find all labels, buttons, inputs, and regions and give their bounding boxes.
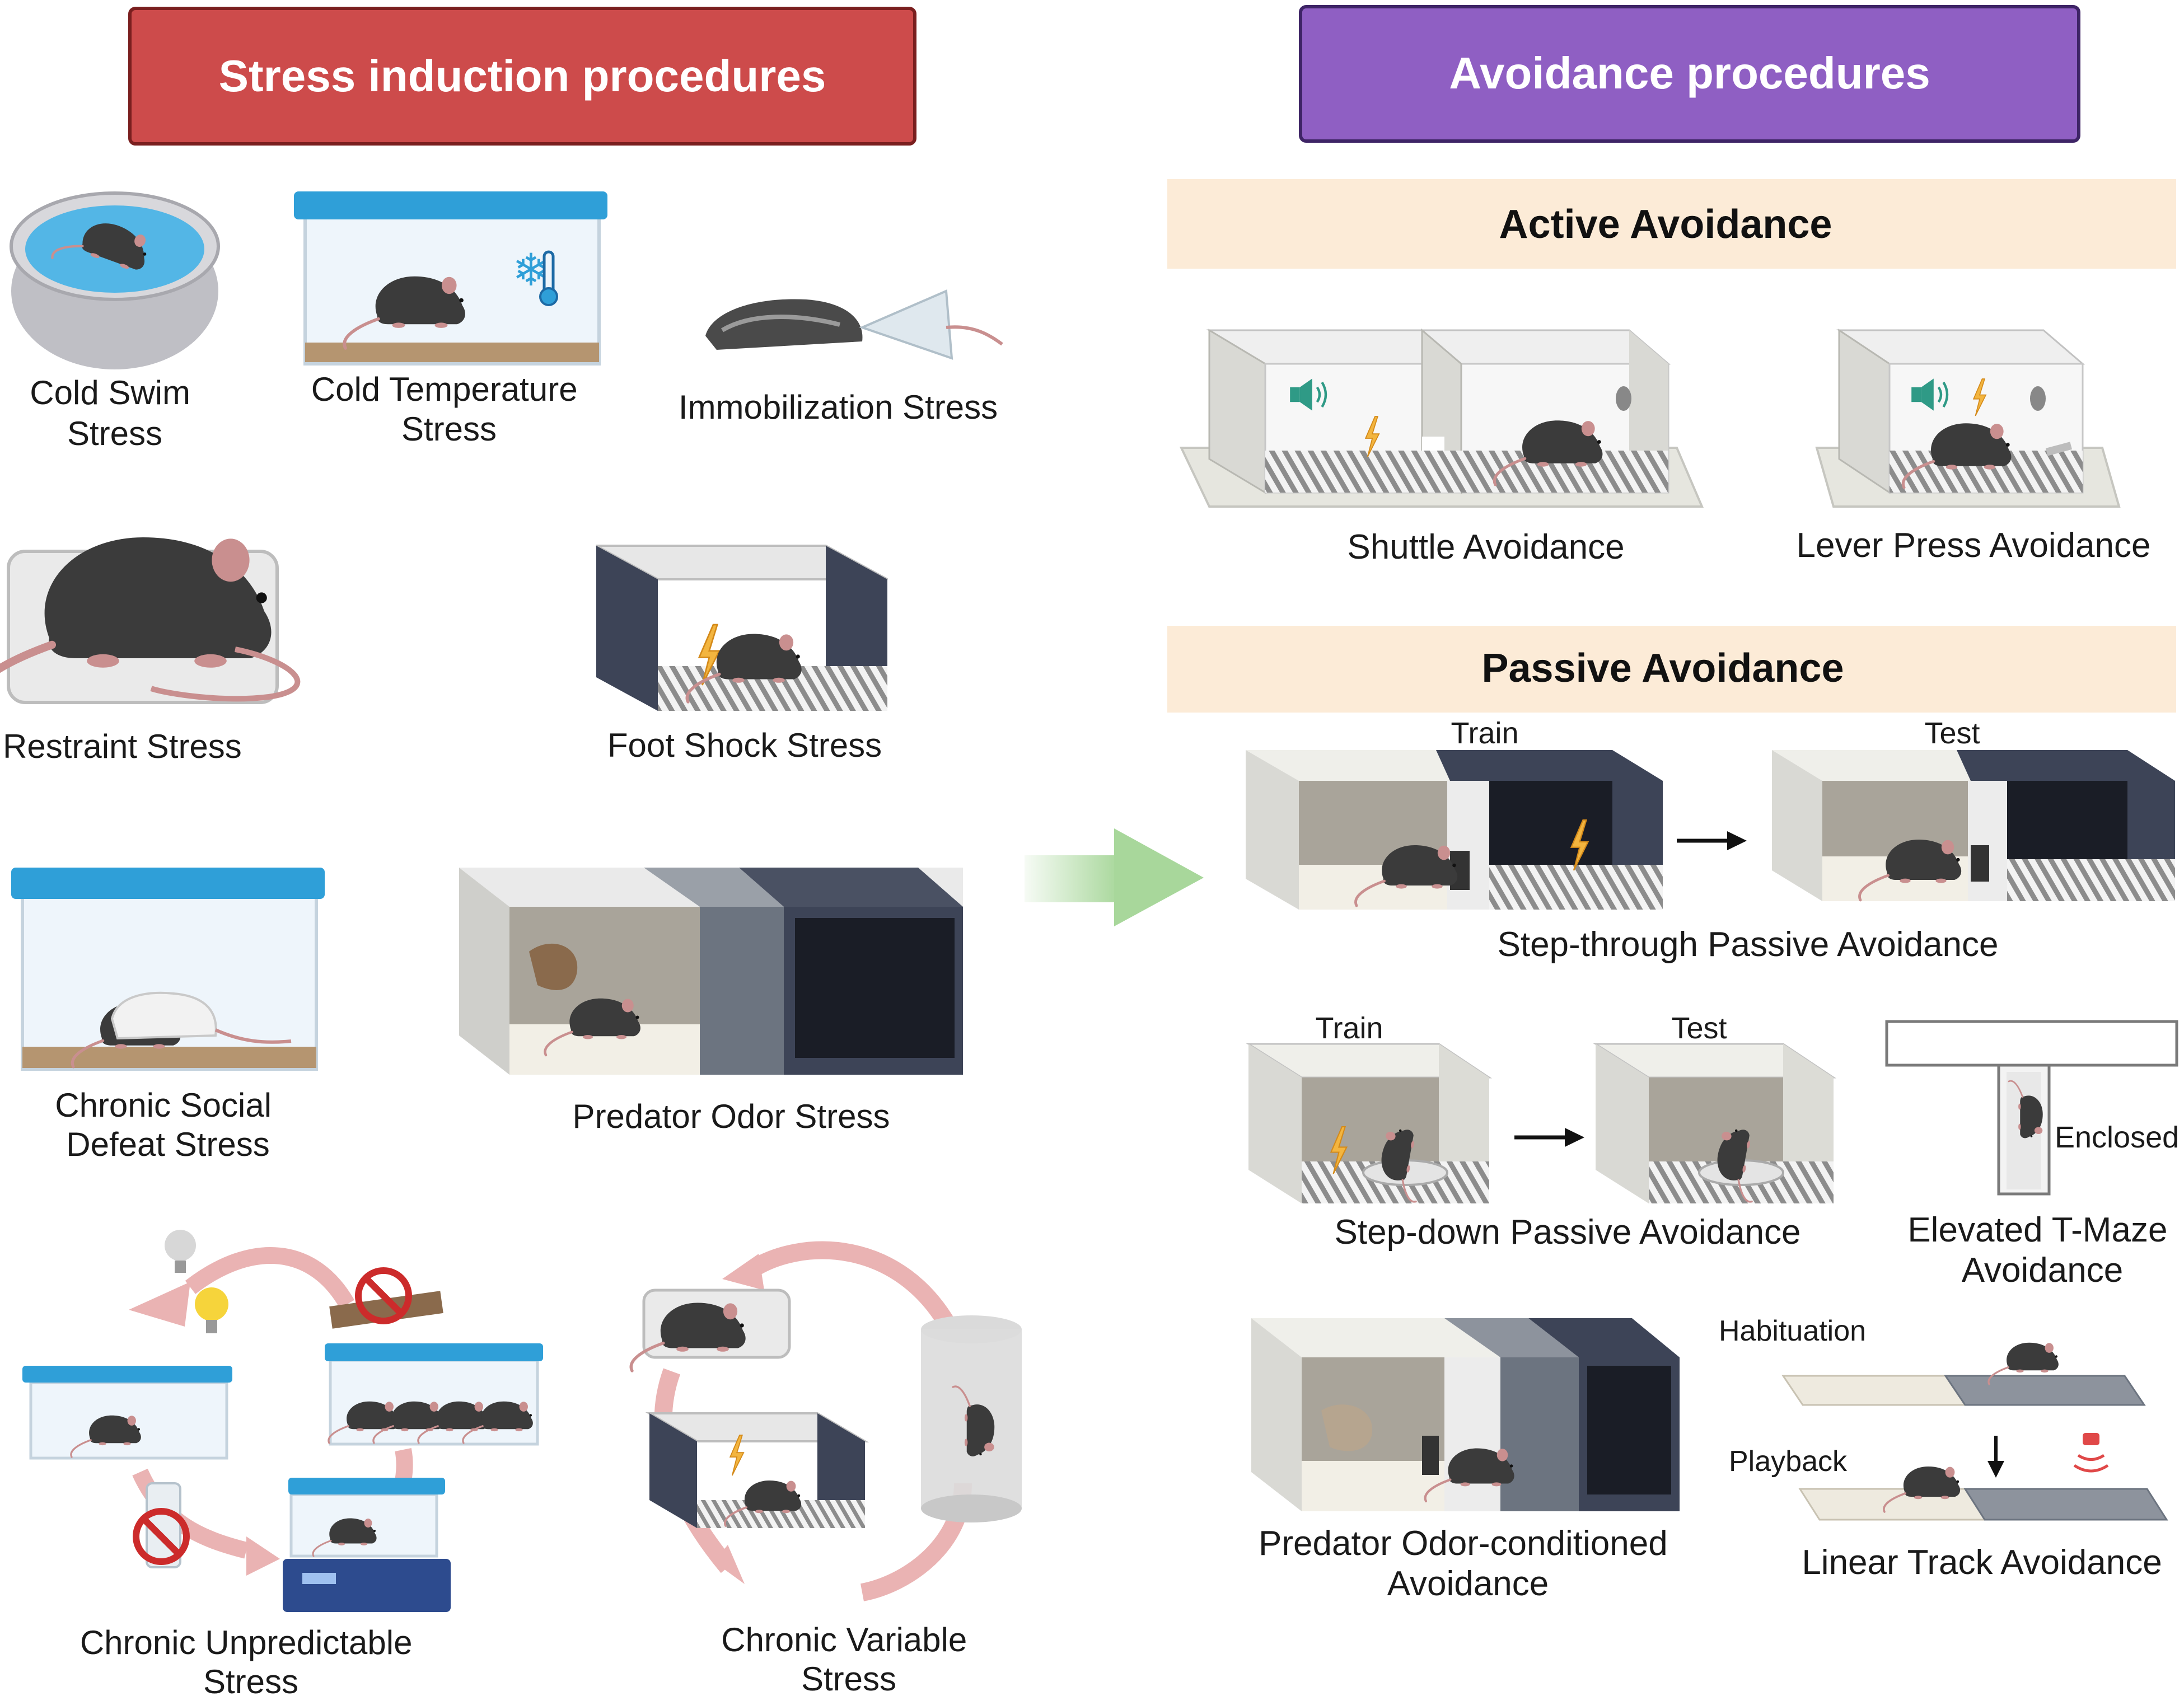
chronic-unpredictable-label: Chronic Unpredictable Stress <box>80 1624 422 1696</box>
social-defeat-label: Chronic Social Defeat Stress <box>55 1086 281 1163</box>
shuttle-avoidance-illustration <box>1179 328 1704 508</box>
avoidance-header-label: Avoidance procedures <box>1449 48 1930 98</box>
right-arrow-icon <box>1025 828 1204 926</box>
stress-header-label: Stress induction procedures <box>219 51 826 101</box>
predator-odor-icon <box>1321 1404 1373 1451</box>
predator-odor-icon <box>529 943 578 990</box>
thermometer-icon <box>539 250 558 306</box>
restraint-label: Restraint Stress <box>3 728 242 765</box>
chronic-variable-label: Chronic Variable Stress <box>721 1621 976 1696</box>
foot-shock-illustration <box>596 545 888 711</box>
step-through-label: Step-through Passive Avoidance <box>1497 925 1998 964</box>
active-avoidance-header: Active Avoidance <box>1167 179 2176 269</box>
linear-track-habituation-illustration <box>1781 1342 2146 1406</box>
immobilization-label: Immobilization Stress <box>679 388 998 426</box>
step-through-train-label: Train <box>1451 716 1518 750</box>
cold-swim-illustration <box>10 191 220 369</box>
predator-odor-label: Predator Odor Stress <box>573 1098 890 1135</box>
step-through-train-illustration <box>1246 750 1663 910</box>
playback-label: Playback <box>1729 1445 1848 1478</box>
down-arrow <box>1987 1436 2004 1478</box>
passive-avoidance-header: Passive Avoidance <box>1167 626 2176 713</box>
cold-temperature-illustration: ❄ <box>294 191 607 366</box>
odor-conditioned-illustration <box>1251 1318 1680 1511</box>
odor-conditioned-label: Predator Odor-conditioned Avoidance <box>1259 1524 1677 1603</box>
linear-track-label: Linear Track Avoidance <box>1802 1543 2162 1582</box>
lever-press-illustration <box>1815 329 2121 508</box>
enclosed-label: Enclosed <box>2055 1121 2179 1154</box>
foot-shock-label: Foot Shock Stress <box>607 727 882 764</box>
chronic-unpredictable-illustration <box>22 1230 543 1612</box>
step-through-test-label: Test <box>1924 716 1980 750</box>
linear-track-playback-illustration <box>1798 1465 2168 1521</box>
no-food-icon <box>329 1267 443 1329</box>
white-mouse-icon <box>110 991 292 1044</box>
habituation-label: Habituation <box>1719 1315 1866 1347</box>
predator-odor-illustration <box>459 868 963 1075</box>
shaker-icon <box>283 1478 451 1612</box>
step-down-arrow <box>1514 1128 1584 1147</box>
speaker-playback-icon <box>2073 1433 2109 1473</box>
step-through-arrow <box>1677 831 1747 850</box>
shuttle-avoidance-label: Shuttle Avoidance <box>1347 528 1624 566</box>
step-down-test-illustration <box>1592 1043 1836 1203</box>
restraint-illustration <box>0 537 301 719</box>
immobilization-illustration <box>705 289 1003 360</box>
social-defeat-illustration <box>11 868 325 1071</box>
cold-swim-label: Cold Swim Stress <box>30 374 199 452</box>
stress-header: Stress induction procedures <box>128 7 916 146</box>
elevated-tmaze-illustration <box>1885 1020 2178 1196</box>
passive-avoidance-label: Passive Avoidance <box>1481 646 1844 691</box>
step-down-test-label: Test <box>1671 1011 1727 1045</box>
step-down-train-label: Train <box>1315 1011 1383 1045</box>
no-water-icon <box>133 1482 190 1568</box>
lever-press-label: Lever Press Avoidance <box>1796 526 2150 565</box>
step-down-train-illustration <box>1245 1043 1492 1203</box>
avoidance-header: Avoidance procedures <box>1299 5 2080 143</box>
step-through-test-illustration <box>1772 750 2175 901</box>
cold-temperature-label: Cold Temperature Stress <box>311 371 587 448</box>
chronic-variable-illustration <box>631 1241 1022 1601</box>
step-down-label: Step-down Passive Avoidance <box>1335 1213 1801 1252</box>
cycle-arrow <box>185 1247 355 1309</box>
active-avoidance-label: Active Avoidance <box>1499 202 1832 247</box>
light-bulb-icon <box>165 1230 228 1333</box>
elevated-tmaze-label: Elevated T-Maze Avoidance <box>1907 1211 2177 1290</box>
